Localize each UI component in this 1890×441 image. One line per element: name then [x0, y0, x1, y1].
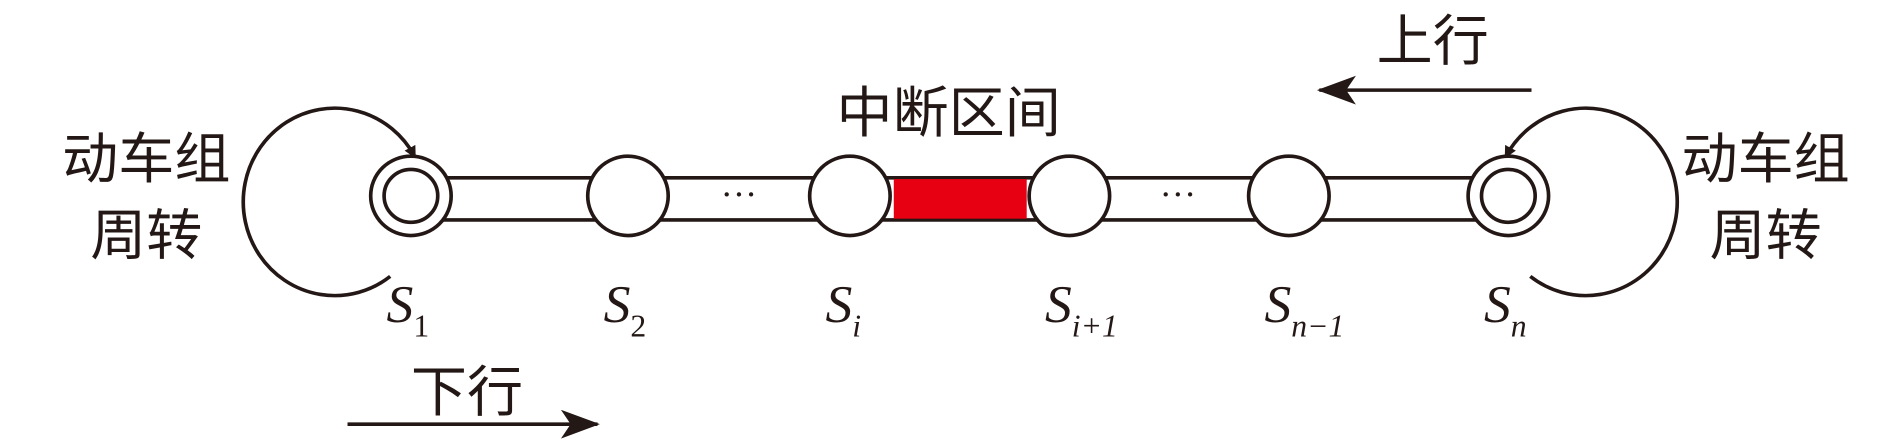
station-label: Si+1 — [1045, 275, 1118, 343]
station-2: S2 — [585, 154, 671, 343]
station-subscript: n — [1511, 309, 1527, 344]
turnaround-left-line1: 动车组 — [62, 127, 230, 192]
station-label: S2 — [604, 275, 647, 343]
station-circle — [1027, 154, 1112, 238]
station-subscript: i — [852, 309, 861, 344]
ellipsis-right: ··· — [1160, 175, 1197, 215]
interrupted-section-label: 中断区间 — [836, 82, 1060, 147]
interrupted-section — [893, 179, 1027, 219]
station-label: Si — [826, 275, 862, 343]
turnaround-left-line2: 周转 — [90, 204, 202, 269]
station-5: Sn−1 — [1246, 154, 1344, 343]
station-subscript: 1 — [413, 309, 429, 344]
station-circle — [1246, 154, 1331, 238]
station-circle — [807, 154, 892, 238]
down-direction-label: 下行 — [411, 360, 523, 425]
turnaround-loop-left — [241, 106, 417, 298]
station-subscript: 2 — [630, 309, 646, 344]
station-1: S1 — [368, 154, 453, 343]
turnaround-loop-right — [1504, 106, 1680, 298]
station-circle — [585, 154, 671, 238]
station-subscript: i+1 — [1072, 309, 1118, 344]
station-label: Sn — [1484, 275, 1527, 343]
terminal-inner-circle — [1479, 167, 1537, 225]
ellipsis-left: ··· — [721, 175, 758, 215]
turnaround-right-line1: 动车组 — [1682, 127, 1850, 192]
station-4: Si+1 — [1027, 154, 1118, 343]
station-label: Sn−1 — [1264, 275, 1344, 343]
terminal-inner-circle — [382, 167, 440, 225]
station-label: S1 — [387, 275, 430, 343]
station-3: Si — [807, 154, 892, 343]
station-subscript: n−1 — [1291, 309, 1344, 344]
station-6: Sn — [1466, 154, 1551, 343]
turnaround-right-line2: 周转 — [1710, 204, 1822, 269]
up-direction-label: 上行 — [1377, 9, 1489, 74]
